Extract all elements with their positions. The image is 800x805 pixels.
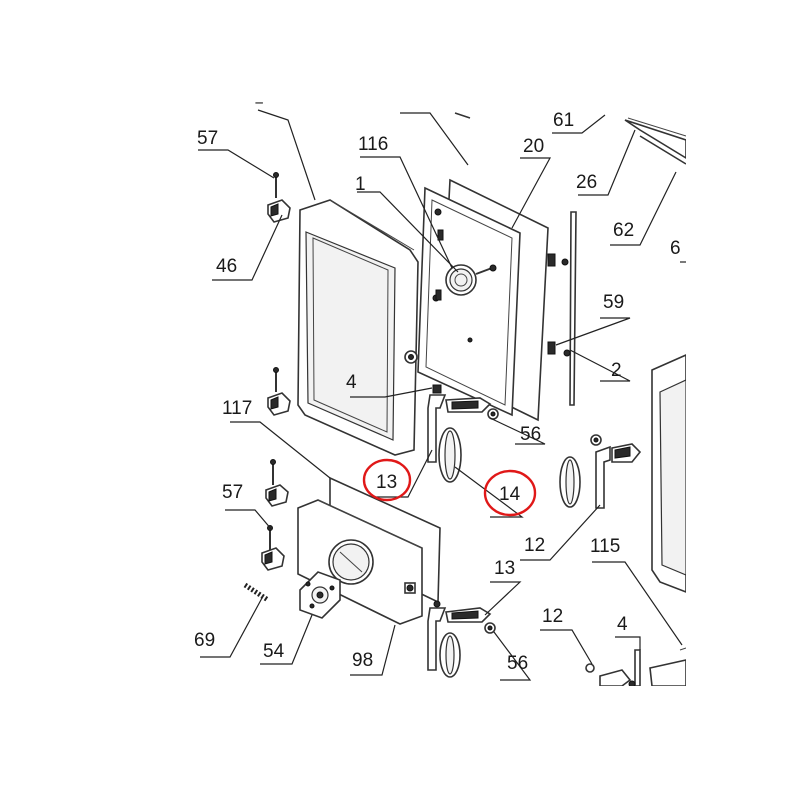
upper-door <box>297 199 419 456</box>
right-margin <box>686 0 800 800</box>
label-12-lower: 12 <box>542 606 563 627</box>
bottom-margin <box>0 686 800 800</box>
label-4-upper: 4 <box>346 372 357 393</box>
label-1: 1 <box>355 174 366 195</box>
right-hinge-group <box>559 434 642 509</box>
label-4-lower: 4 <box>617 614 628 635</box>
label-54: 54 <box>263 641 285 662</box>
bottom-right-hinge <box>585 649 641 688</box>
bottom-hinge-group <box>427 607 496 678</box>
label-117: 117 <box>222 398 252 419</box>
label-13-circled: 13 <box>376 472 397 493</box>
label-14-circled: 14 <box>499 484 521 505</box>
label-12-upper: 12 <box>524 535 545 556</box>
label-61: 61 <box>553 110 574 131</box>
upper-hinge-parts <box>267 172 291 416</box>
plate-assembly <box>417 178 549 422</box>
label-116: 116 <box>358 134 388 155</box>
highlight-circle-13 <box>362 458 412 502</box>
label-13-lower: 13 <box>494 558 515 579</box>
label-6: 6 <box>670 238 681 259</box>
highlight-marks <box>362 458 537 517</box>
left-margin <box>0 0 190 800</box>
right-door-fragment <box>649 353 687 687</box>
side-rod <box>547 211 577 406</box>
leader-lines <box>198 109 686 681</box>
top-margin <box>0 0 800 104</box>
label-62: 62 <box>613 220 634 241</box>
label-57-top: 57 <box>197 128 218 149</box>
label-20: 20 <box>523 136 544 157</box>
middle-hinge-group <box>427 384 499 483</box>
part-labels: 57 46 116 1 20 61 26 62 6 59 2 4 117 56 … <box>194 110 681 674</box>
label-59: 59 <box>603 292 624 313</box>
lower-door <box>297 476 441 625</box>
label-2: 2 <box>611 360 622 381</box>
lower-hinge-parts <box>243 459 341 619</box>
highlight-circle-14 <box>483 469 537 517</box>
label-69: 69 <box>194 630 215 651</box>
label-115: 115 <box>590 536 620 557</box>
label-partial-top: ‾ <box>255 102 263 123</box>
label-46: 46 <box>216 256 237 277</box>
label-56-lower: 56 <box>507 653 528 674</box>
label-98: 98 <box>352 650 373 671</box>
label-57-lower: 57 <box>222 482 243 503</box>
label-56-upper: 56 <box>520 424 541 445</box>
label-26: 26 <box>576 172 597 193</box>
